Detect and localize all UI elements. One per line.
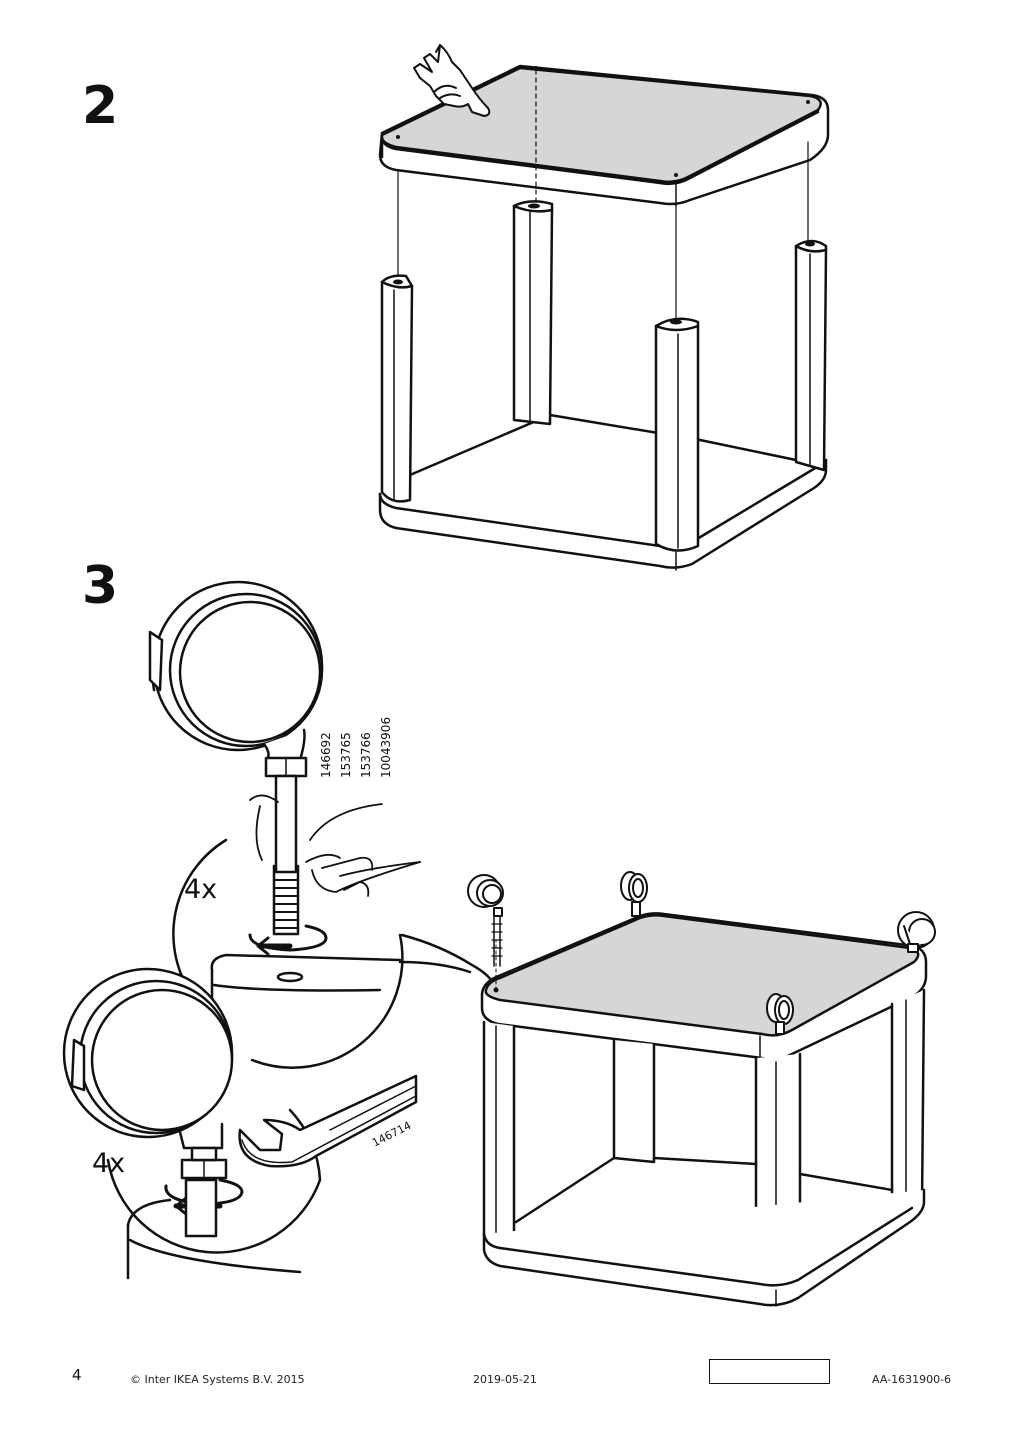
small-caster-front (766, 993, 794, 1035)
table-leg-front-right (654, 317, 700, 552)
detail-circle-caster-tighten (106, 1108, 322, 1280)
step-number-2: 2 (82, 76, 119, 136)
article-number: 153766 (359, 732, 373, 778)
table-leg-back-left (512, 200, 554, 426)
caster-article-numbers: 146692 153765 153766 10043906 (316, 717, 396, 778)
document-code: AA-1631900-6 (872, 1373, 952, 1386)
table-bottom-panel (378, 413, 828, 571)
caster-wheel-top (148, 580, 324, 936)
page-number: 4 (72, 1366, 82, 1384)
table-leg-front-left (380, 274, 414, 503)
step-number-3: 3 (82, 556, 119, 616)
copyright-text: © Inter IKEA Systems B.V. 2015 (130, 1373, 305, 1386)
blank-code-box (709, 1359, 830, 1384)
small-caster-back-right (897, 911, 936, 953)
wrench-icon (238, 1074, 418, 1168)
article-number: 10043906 (379, 716, 393, 778)
table-with-casters (480, 912, 928, 1307)
quantity-label-top: 4x (184, 874, 218, 905)
article-number: 146692 (319, 732, 333, 778)
small-caster-loose (467, 874, 504, 967)
table-leg-back-right (794, 239, 828, 472)
print-date: 2019-05-21 (473, 1373, 537, 1386)
hand-pointer-icon (413, 44, 491, 117)
hand-holding-icon (249, 794, 421, 897)
article-number: 153765 (339, 732, 353, 778)
step2-table-assembly (378, 44, 830, 571)
table-top-panel (378, 64, 830, 207)
caster-wheel-bottom (62, 967, 234, 1180)
quantity-label-bottom: 4x (92, 1148, 126, 1179)
detail-circle-caster-insert (172, 838, 496, 1069)
small-caster-back-left (620, 871, 648, 917)
